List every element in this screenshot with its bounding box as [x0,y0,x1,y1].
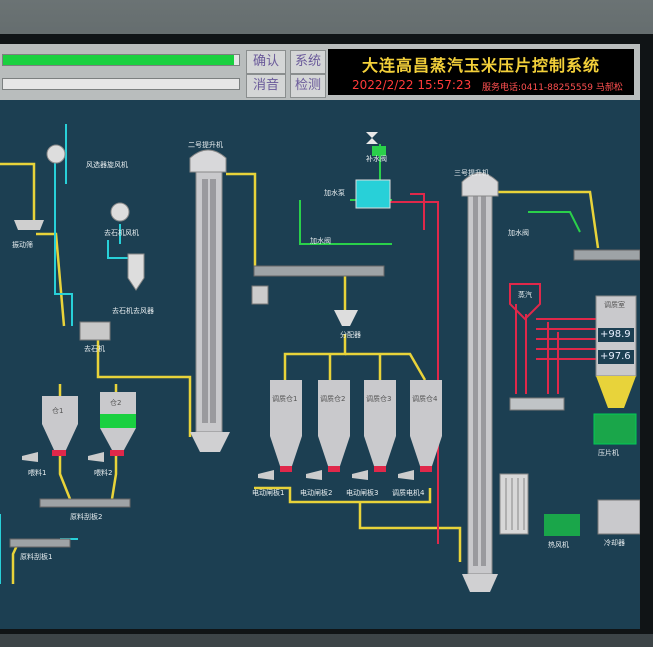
temp-display-2 [598,350,634,364]
motor-label-2: 电动闸板2 [300,489,333,497]
motor-label-1: 电动闸板1 [252,489,285,497]
elevator3-label: 三号提升机 [454,169,489,177]
motor-label-4: 调质电机4 [392,489,425,497]
steam-generator [499,473,529,535]
bin-label-1: 仓1 [52,407,64,415]
tank-label-2: 调质仓2 [320,395,346,403]
valve2-label: 加水阀 [508,229,529,237]
flaker-machine [593,413,637,445]
motor-4 [398,470,414,480]
grain-mill [79,321,111,341]
bin-1 [42,396,78,456]
distributor-label: 分配器 [340,331,361,339]
flaker-label: 压片机 [598,449,619,457]
process-diagram [0,124,640,592]
grain-mill-label: 去石机 [84,345,105,353]
water-tank [355,179,391,209]
hmi-screen: 确认 消音 系统 检测 大连高昌蒸汽玉米压片控制系统 2022/2/22 15:… [0,44,640,629]
water-pump-label: 补水阀 [366,155,387,163]
valve-indicator [372,146,386,156]
elevator2-label: 二号提升机 [188,141,223,149]
hot-air-fan [544,514,580,536]
feeder-1 [22,452,38,462]
conditioner-label: 调质室 [604,301,625,309]
tank-3 [364,380,396,472]
elevator-2 [189,149,230,452]
water-valve-icon [366,132,378,144]
conveyor-label-1: 原料刮板1 [20,553,53,561]
vibrating-label: 振动筛 [12,241,33,249]
cyclone-fan-icon [46,144,66,164]
bin-label-2: 仓2 [110,399,122,407]
company-name: 马郝松 [595,83,623,93]
stone-fan-icon [110,202,130,222]
conditioner-hopper [596,376,636,408]
water-tank-label: 加水泵 [324,189,345,197]
temp-display-1 [598,328,634,342]
bin-2 [100,392,136,456]
steam-label: 蒸汽 [518,291,532,299]
feeder-label-1: 喂料1 [28,469,47,477]
tank-label-1: 调质仓1 [272,395,298,403]
datetime-display: 2022/2/22 15:57:23 [352,78,472,92]
tank-4 [410,380,442,472]
check-button[interactable]: 检测 [290,74,326,98]
feeder-2 [88,452,104,462]
motor-2 [306,470,322,480]
phone-text: 服务电话:0411-88255559 [482,83,593,93]
tank-label-3: 调质仓3 [366,395,392,403]
stone-machine [127,253,145,291]
fan-label: 热风机 [548,541,569,549]
conveyor-right [573,249,640,261]
conveyor-left [9,538,71,548]
steam-manifold [509,397,565,411]
stone-fan-label: 去石机风机 [104,229,139,237]
conveyor-bottom [39,498,131,508]
distributor [334,310,358,326]
mute-button[interactable]: 消音 [246,74,286,98]
elevator-3 [461,172,499,592]
cyclone-label: 风选器旋风机 [86,161,128,169]
system-button[interactable]: 系统 [290,50,326,74]
cooler [597,499,640,535]
temp-value-1: +98.9 [600,329,631,340]
progress-fill-1 [3,55,235,65]
vibrating-screen [14,220,44,230]
tank-2 [318,380,350,472]
tank-label-4: 调质仓4 [412,395,438,403]
progress-bar-2 [2,78,240,90]
page-title: 大连高昌蒸汽玉米压片控制系统 [361,56,600,75]
stone-machine-label: 去石机去风器 [112,307,154,315]
top-status-bar: 确认 消音 系统 检测 大连高昌蒸汽玉米压片控制系统 2022/2/22 15:… [0,44,640,100]
steam-inlet [509,283,541,321]
generator-grill [505,478,525,530]
feeder-label-2: 喂料2 [94,469,113,477]
cyan-pipes [0,124,136,584]
motor-3 [352,470,368,480]
tank-1 [270,380,302,472]
motor-label-3: 电动闸板3 [346,489,379,497]
title-panel: 大连高昌蒸汽玉米压片控制系统 2022/2/22 15:57:23 服务电话:0… [328,49,634,95]
conveyor-top [253,265,385,277]
mixer-box [251,285,269,305]
motor-1 [258,470,274,480]
progress-bar-1 [2,54,240,66]
water-valve-label: 加水阀 [310,237,331,245]
confirm-button[interactable]: 确认 [246,50,286,74]
temp-value-2: +97.6 [600,351,631,362]
service-phone: 服务电话:0411-88255559 马郝松 [482,80,623,93]
cooler-label: 冷却器 [604,539,625,547]
conveyor-label-2: 原料刮板2 [70,513,103,521]
